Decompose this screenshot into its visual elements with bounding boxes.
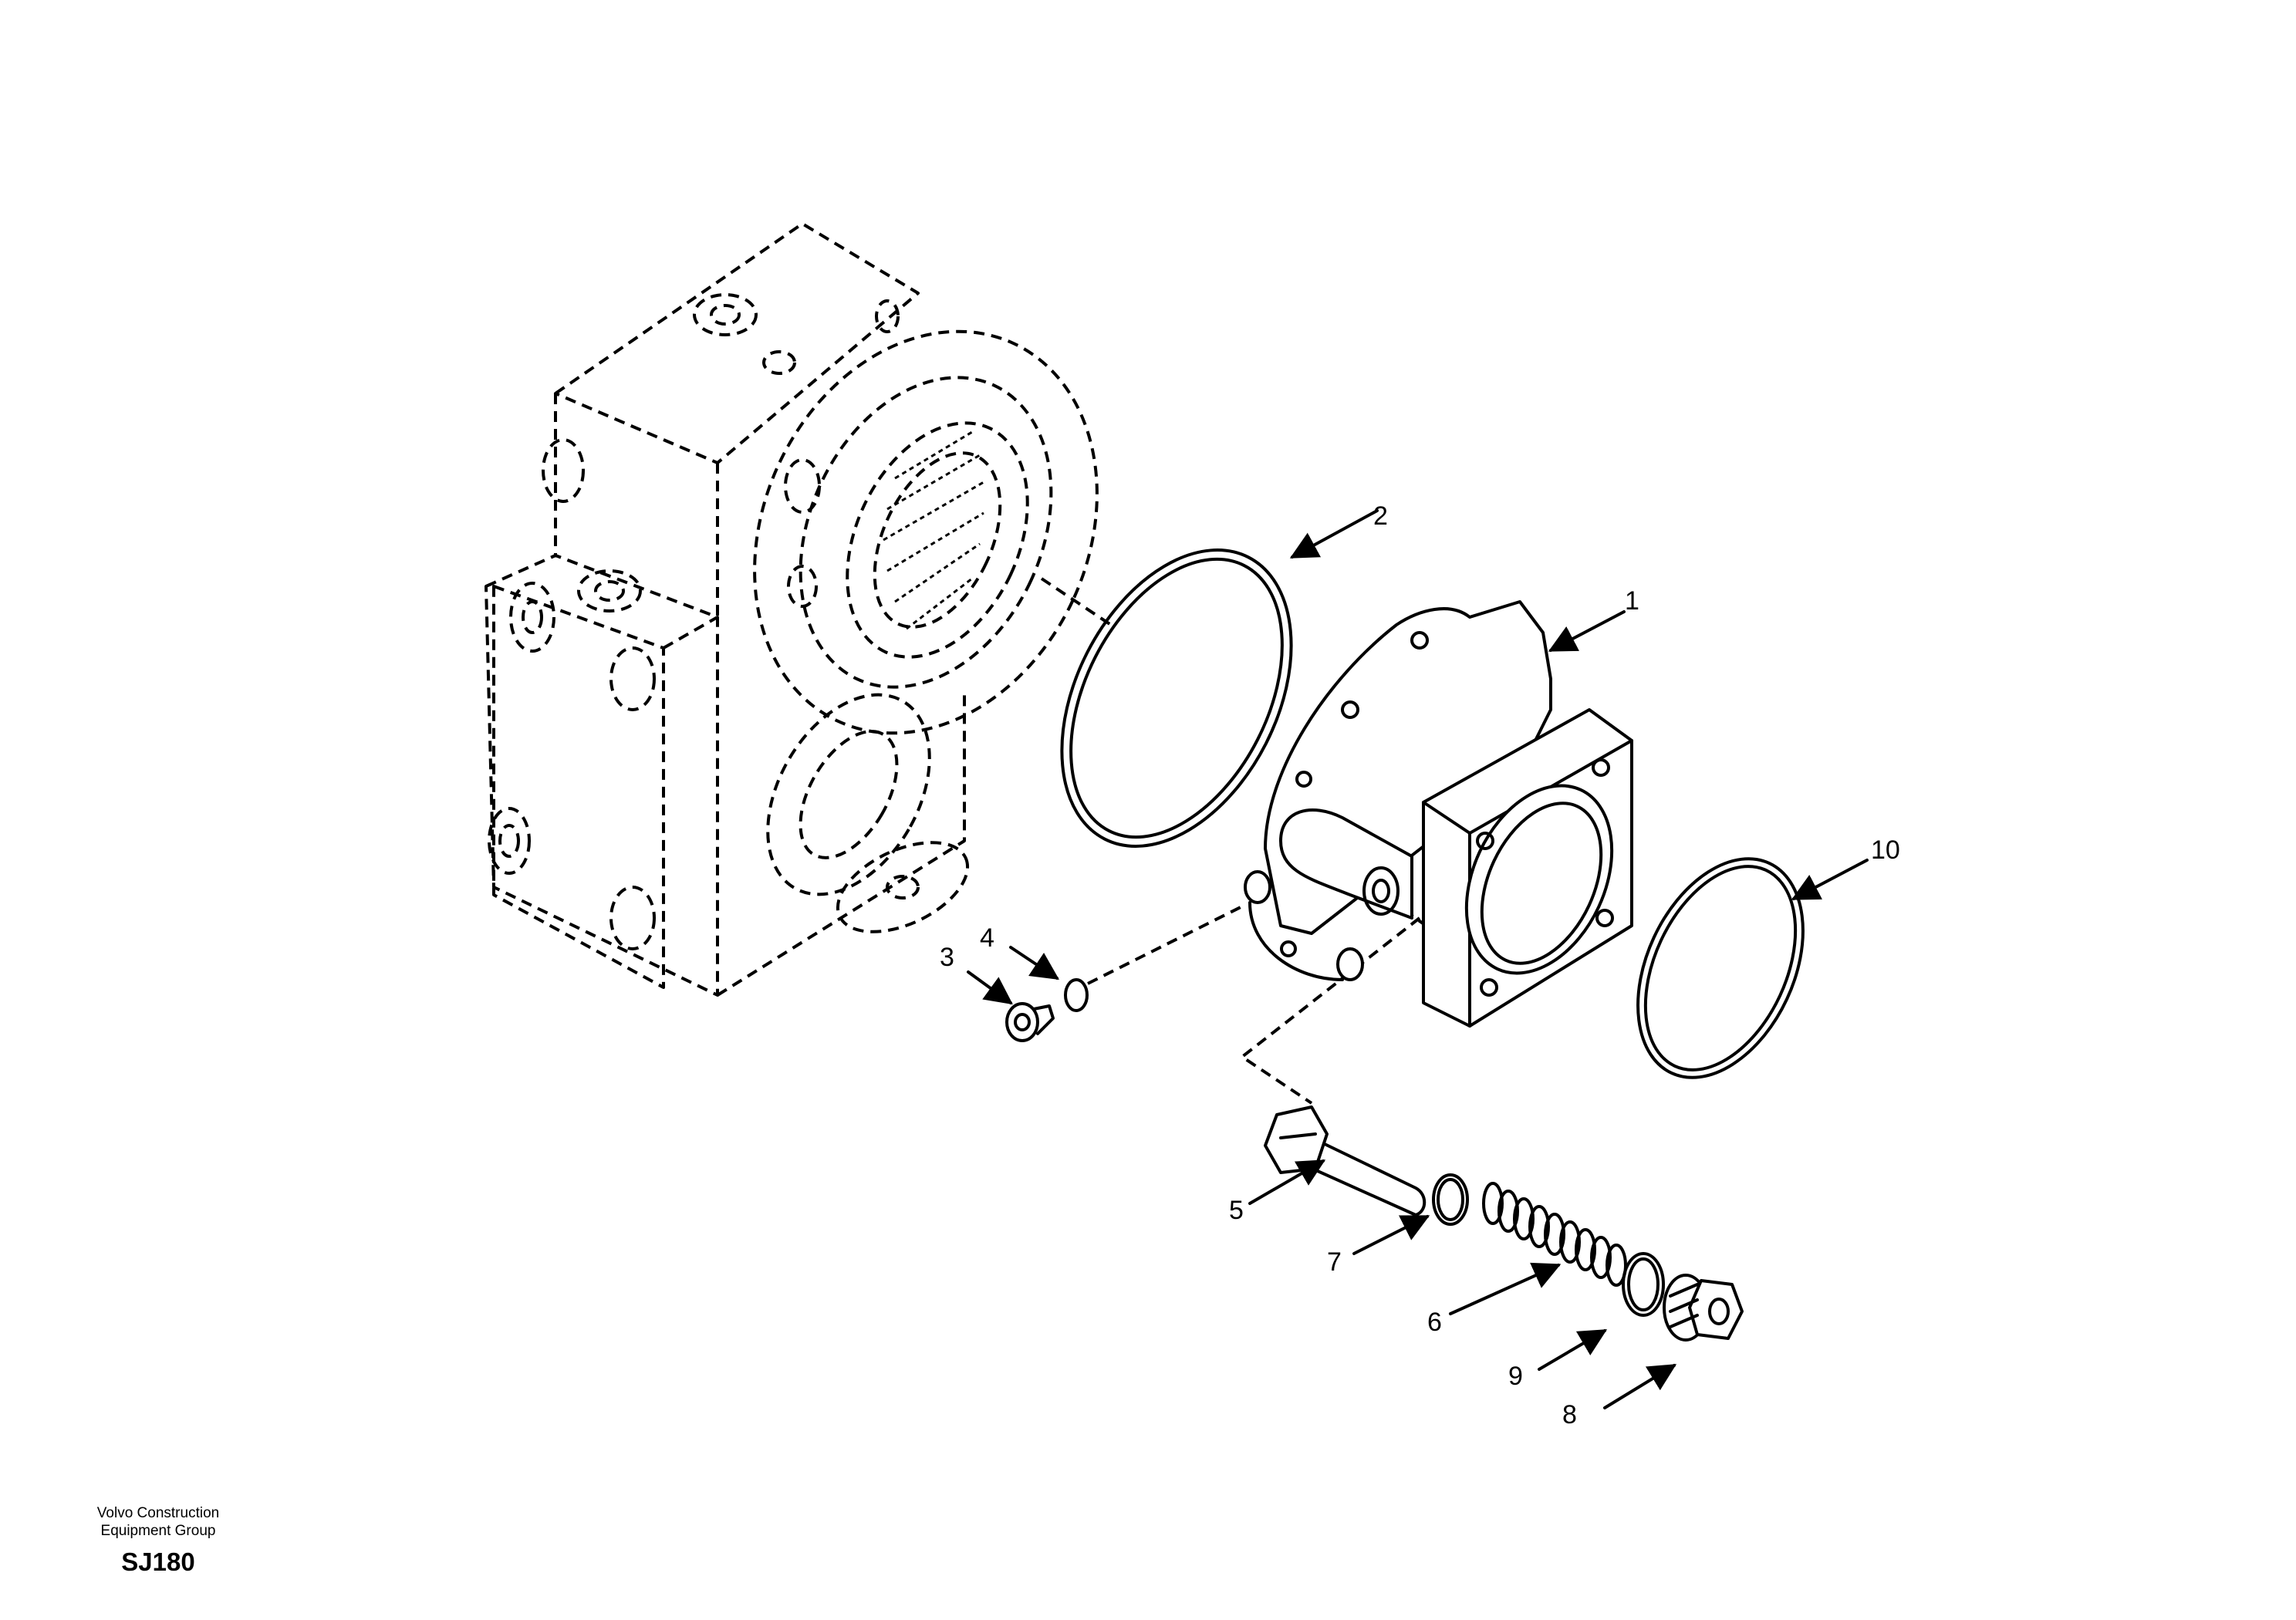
pump-housing-reference-outline (485, 222, 1099, 997)
o-ring-7 (1432, 1173, 1469, 1226)
callout-leaders (967, 509, 1869, 1409)
spring-6 (1482, 1182, 1627, 1287)
callout-9: 9 (1508, 1362, 1523, 1391)
o-ring-9 (1622, 1252, 1665, 1317)
callout-7: 7 (1327, 1247, 1342, 1277)
callout-8: 8 (1562, 1400, 1577, 1429)
company-name-line1: Volvo Construction (96, 1505, 220, 1521)
plug-3 (1005, 1002, 1055, 1042)
diagram-code: SJ180 (121, 1547, 195, 1576)
callout-1: 1 (1625, 586, 1639, 616)
callout-5: 5 (1229, 1196, 1244, 1225)
publisher-footer: Volvo Construction Equipment Group SJ180 (46, 1504, 270, 1577)
callout-4: 4 (980, 923, 994, 953)
o-ring-2 (1060, 548, 1293, 848)
company-name-line2: Equipment Group (100, 1523, 216, 1539)
callout-2: 2 (1373, 501, 1388, 531)
callout-6: 6 (1427, 1308, 1442, 1337)
o-ring-4 (1064, 978, 1089, 1012)
callout-3: 3 (940, 943, 954, 972)
o-ring-10 (1636, 857, 1805, 1079)
callout-10: 10 (1871, 835, 1900, 865)
poppet-5 (1264, 1105, 1427, 1217)
plug-8 (1663, 1274, 1744, 1342)
cover-housing-1 (1244, 600, 1633, 1028)
callout-labels: 2 1 10 3 4 5 7 6 9 8 (940, 501, 1900, 1429)
